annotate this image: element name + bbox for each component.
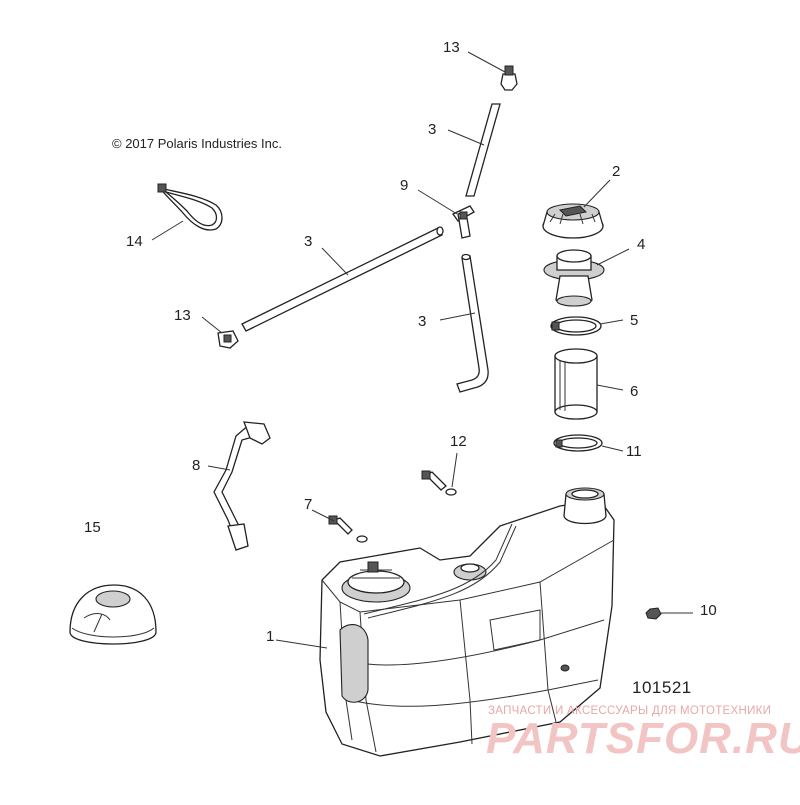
part-13-connector-top <box>500 65 518 91</box>
part-3-vent-hose-long <box>241 226 444 332</box>
part-4-filler-neck <box>543 249 605 307</box>
callout-3-upper: 3 <box>428 121 436 138</box>
part-10-nut <box>645 607 662 620</box>
part-12-bolt-washer <box>421 470 457 496</box>
part-14-strap <box>157 183 223 231</box>
callout-4: 4 <box>637 236 645 253</box>
callout-15: 15 <box>84 519 101 536</box>
callout-13-top: 13 <box>443 39 460 56</box>
part-8-fuel-line <box>213 421 271 551</box>
part-6-filler-hose <box>554 348 598 420</box>
part-11-hose-clamp <box>553 434 603 452</box>
part-15-cover <box>69 584 157 645</box>
leader-lines <box>151 51 693 649</box>
part-13-connector-left <box>217 330 239 349</box>
callout-5: 5 <box>630 312 638 329</box>
callout-12: 12 <box>450 433 467 450</box>
part-1-fuel-tank <box>319 487 615 757</box>
callout-2: 2 <box>612 163 620 180</box>
part-9-tee-fitting <box>452 205 475 239</box>
callout-1: 1 <box>266 628 274 645</box>
callout-10: 10 <box>700 602 717 619</box>
callout-9: 9 <box>400 177 408 194</box>
callout-14: 14 <box>126 233 143 250</box>
part-3-vent-hose-upper <box>465 103 501 197</box>
callout-11: 11 <box>626 443 642 460</box>
part-7-bolt-washer <box>328 515 368 543</box>
callout-6: 6 <box>630 383 638 400</box>
diagram-number: 101521 <box>632 678 692 697</box>
callout-8: 8 <box>192 457 200 474</box>
callout-3-long: 3 <box>304 233 312 250</box>
watermark-brand: PARTSFOR.RU <box>486 714 800 763</box>
part-2-fuel-cap <box>542 203 604 239</box>
watermark-tagline: ЗАПЧАСТИ И АКСЕССУАРЫ ДЛЯ МОТОТЕХНИКИ <box>488 705 772 717</box>
callout-3-bent: 3 <box>418 313 426 330</box>
part-5-hose-clamp <box>550 316 602 336</box>
callout-labels: 1 2 3 3 3 4 5 6 7 8 9 10 11 12 13 13 14 … <box>84 39 717 645</box>
part-3-vent-hose-bent <box>456 253 489 393</box>
callout-7: 7 <box>304 496 312 513</box>
callout-13-left: 13 <box>174 307 191 324</box>
copyright-notice: © 2017 Polaris Industries Inc. <box>112 136 282 151</box>
